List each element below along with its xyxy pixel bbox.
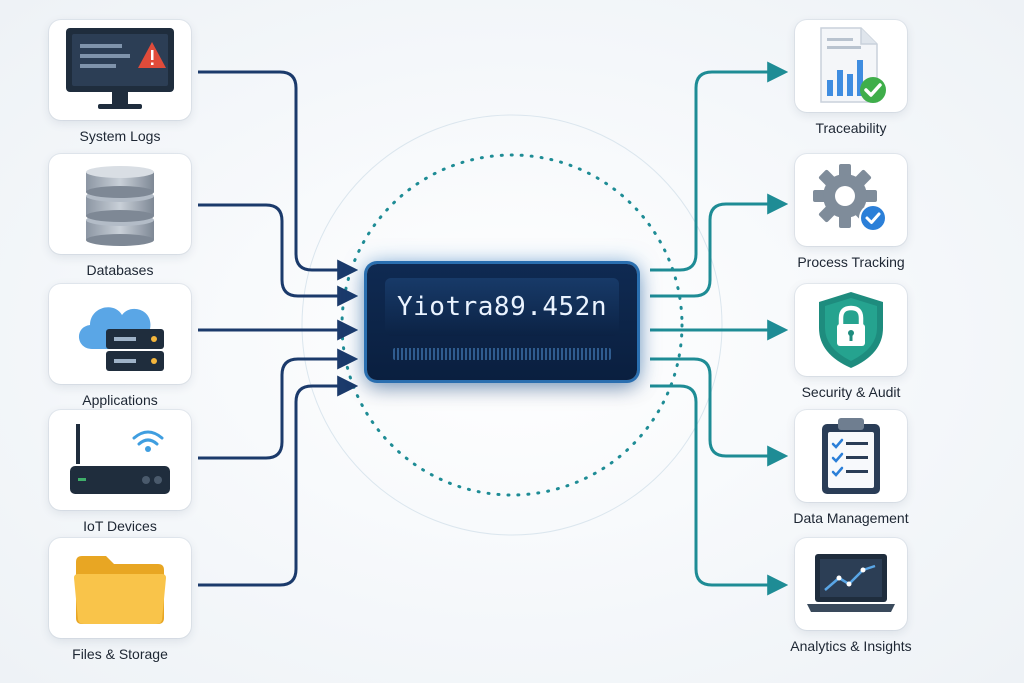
connector-databases	[198, 203, 359, 307]
connector-iot-devices	[198, 348, 359, 460]
output-label: Security & Audit	[801, 384, 901, 400]
database-icon	[86, 166, 154, 246]
output-process-tracking: Process Tracking	[776, 154, 926, 270]
data-management-tile	[795, 410, 907, 502]
router-wifi-icon	[70, 424, 170, 494]
analytics-insights-tile	[795, 538, 907, 630]
output-label: Traceability	[815, 120, 887, 136]
connector-analytics-insights	[650, 384, 789, 596]
source-databases: Databases	[45, 154, 195, 278]
source-label: Databases	[86, 262, 154, 278]
source-files-storage: Files & Storage	[45, 538, 195, 662]
source-system-logs: System Logs	[45, 20, 195, 144]
output-traceability: Traceability	[776, 20, 926, 136]
hub-code: Yiotra89.452n	[397, 292, 607, 322]
source-label: System Logs	[79, 128, 161, 144]
hub-barcode-strip	[393, 348, 611, 360]
report-check-icon	[820, 27, 886, 103]
security-audit-tile	[795, 284, 907, 376]
source-label: Applications	[82, 392, 158, 408]
databases-tile	[49, 154, 191, 254]
output-label: Analytics & Insights	[790, 638, 912, 654]
monitor-warning-icon	[66, 28, 174, 109]
traceability-tile	[795, 20, 907, 112]
connector-files-storage	[198, 375, 359, 587]
process-tracking-tile	[795, 154, 907, 246]
system-logs-tile	[49, 20, 191, 120]
source-iot-devices: IoT Devices	[45, 410, 195, 534]
source-applications: Applications	[45, 284, 195, 408]
connector-data-management	[650, 357, 789, 467]
shield-lock-icon	[819, 292, 883, 368]
cloud-server-icon	[78, 307, 164, 371]
gear-check-icon	[813, 164, 887, 232]
files-storage-tile	[49, 538, 191, 638]
output-label: Process Tracking	[797, 254, 905, 270]
applications-tile	[49, 284, 191, 384]
central-hub: Yiotra89.452n	[367, 264, 637, 380]
output-label: Data Management	[793, 510, 909, 526]
source-label: IoT Devices	[83, 518, 157, 534]
output-security-audit: Security & Audit	[776, 284, 926, 400]
connector-system-logs	[198, 70, 359, 281]
clipboard-checklist-icon	[822, 418, 880, 494]
connector-traceability	[650, 61, 789, 272]
output-data-management: Data Management	[776, 410, 926, 526]
output-analytics-insights: Analytics & Insights	[776, 538, 926, 654]
laptop-chart-icon	[807, 554, 895, 612]
hub-display: Yiotra89.452n	[385, 278, 619, 336]
connector-process-tracking	[650, 193, 789, 298]
iot-devices-tile	[49, 410, 191, 510]
folder-icon	[74, 556, 166, 624]
hub-dotted-ring	[340, 153, 684, 497]
source-label: Files & Storage	[72, 646, 168, 662]
hub-halo-ring	[301, 114, 723, 536]
